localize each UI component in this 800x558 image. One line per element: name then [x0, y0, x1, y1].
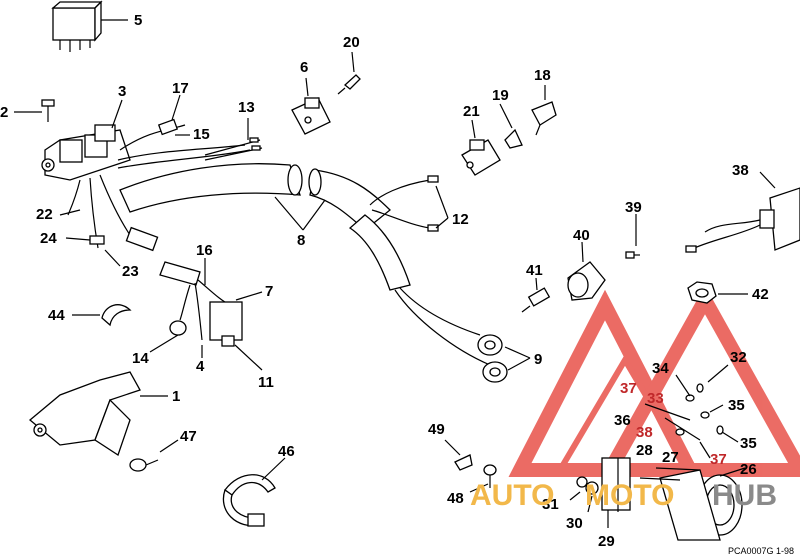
callout-2: 2	[0, 104, 8, 121]
callout-38: 38	[636, 424, 653, 441]
callout-26: 27	[662, 449, 679, 466]
battery-cable-sleeve	[348, 214, 491, 366]
callout-15: 15	[193, 126, 210, 143]
callout-11: 11	[258, 374, 274, 391]
callout-5: 5	[134, 12, 142, 29]
callout-34: 35	[728, 397, 745, 414]
terminal-block-part	[41, 124, 131, 181]
connector-part-24	[89, 235, 105, 245]
watermark-logo	[508, 285, 800, 477]
callout-7: 7	[265, 283, 273, 300]
strap-part-46	[222, 474, 276, 527]
bracket-part-1	[28, 371, 141, 457]
callout-41: 40	[573, 227, 590, 244]
callout-20: 20	[343, 34, 360, 51]
callout-36: 36	[614, 412, 631, 429]
watermark-hub: HUB	[712, 479, 777, 512]
callout-47: 47	[180, 428, 197, 445]
callout-42: 41	[526, 262, 543, 279]
callout-32: 33	[647, 390, 664, 407]
sender-part-42	[521, 287, 551, 313]
hardware-parts-31-38	[644, 383, 724, 441]
callout-30: 31	[542, 496, 559, 513]
screw-part-2	[41, 99, 55, 122]
harness-wires	[67, 124, 251, 249]
callout-4: 4	[196, 358, 205, 375]
connector-part-17	[157, 118, 179, 136]
lower-harness	[159, 261, 243, 347]
watermark-auto: AUTO	[470, 479, 554, 512]
callout-14: 14	[132, 350, 149, 367]
callout-33: 34	[652, 360, 669, 377]
callout-43: 42	[752, 286, 769, 303]
callout-24: 24	[40, 230, 57, 247]
connector-part-21	[461, 139, 501, 176]
callout-13: 13	[238, 99, 255, 116]
wire-leads-part-12	[369, 175, 439, 232]
callout-3: 3	[118, 83, 126, 100]
callout-8: 8	[297, 232, 305, 249]
screw-part-47	[129, 458, 159, 472]
callout-1: 1	[172, 388, 180, 405]
callout-31: 32	[730, 349, 747, 366]
callout-27: 28	[636, 442, 653, 459]
callout-25: 26	[740, 461, 757, 478]
callout-37-lower: 37	[710, 451, 727, 468]
relay-part	[51, 0, 103, 52]
clip-part-44	[101, 304, 132, 327]
callout-37-upper: 37	[620, 380, 637, 397]
callout-16: 16	[196, 242, 213, 259]
bracket-part-18	[531, 101, 557, 136]
callout-19: 19	[492, 87, 509, 104]
callout-17: 17	[172, 80, 189, 97]
callout-49: 49	[428, 421, 445, 438]
wire-ends-part-13	[204, 137, 263, 161]
clip-part-19	[504, 128, 523, 149]
fitting-part-41	[567, 261, 606, 301]
ring-terminals-part-9	[477, 334, 508, 383]
screw-part-48	[483, 464, 497, 488]
callout-48: 48	[447, 490, 464, 507]
callout-22: 22	[36, 206, 53, 223]
callout-44: 44	[48, 307, 65, 324]
drawing-code: PCA0007G 1-98	[728, 546, 794, 556]
callout-28: 29	[598, 533, 615, 550]
callout-23: 23	[122, 263, 139, 280]
callout-40: 39	[625, 199, 642, 216]
terminal-pin-part-20	[337, 74, 361, 95]
connector-part-6	[291, 97, 331, 135]
callout-29: 30	[566, 515, 583, 532]
callout-12: 12	[452, 211, 469, 228]
clip-part-49	[454, 454, 473, 471]
nut-part-43	[687, 281, 717, 304]
callout-39: 38	[732, 162, 749, 179]
switch-part-39	[685, 187, 800, 253]
watermark-moto: MOTO	[585, 479, 674, 512]
callout-9: 9	[534, 351, 542, 368]
callout-46: 46	[278, 443, 295, 460]
callout-6: 6	[300, 59, 308, 76]
callout-18: 18	[534, 67, 551, 84]
callout-21: 21	[463, 103, 480, 120]
harness-sleeve-part-8	[119, 163, 391, 231]
connector-part-23	[125, 226, 159, 252]
callout-35: 35	[740, 435, 757, 452]
gauge-assembly	[576, 457, 743, 541]
